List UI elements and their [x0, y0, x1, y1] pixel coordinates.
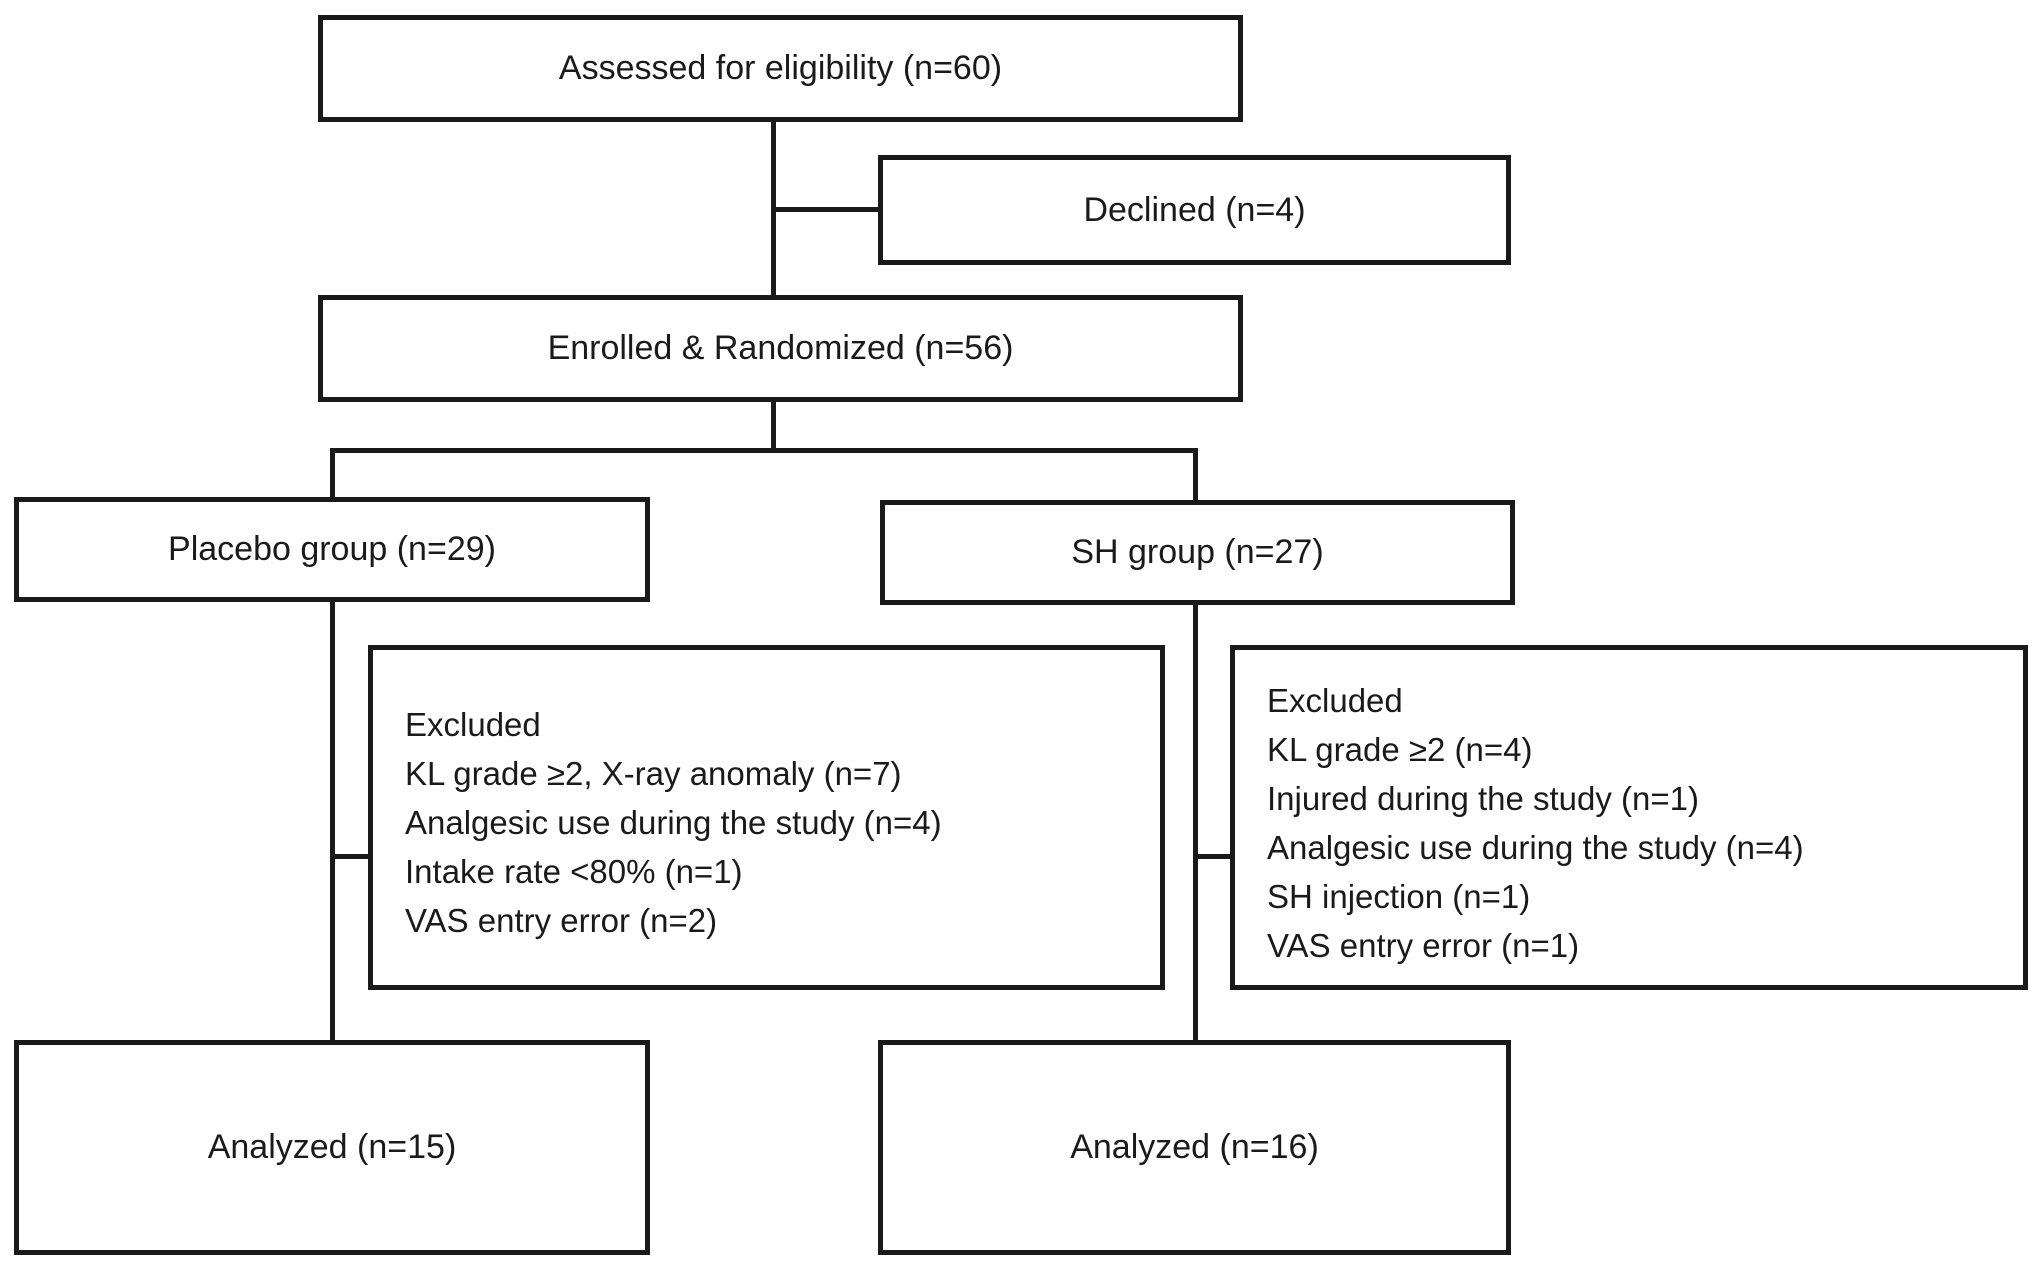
placebo-excluded-item: Analgesic use during the study (n=4)	[405, 804, 942, 841]
placebo-group-label: Placebo group (n=29)	[168, 530, 496, 568]
placebo-excluded-item: Intake rate <80% (n=1)	[405, 853, 743, 890]
sh-group-label: SH group (n=27)	[1071, 533, 1324, 571]
declined-box: Declined (n=4)	[878, 155, 1511, 265]
placebo-analyzed-label: Analyzed (n=15)	[207, 1128, 457, 1166]
connector-to-declined	[771, 207, 879, 212]
connector-split-horizontal	[330, 448, 1198, 453]
sh-excluded-box: Excluded KL grade ≥2 (n=4) Injured durin…	[1230, 645, 2028, 990]
placebo-excluded-list: Excluded KL grade ≥2, X-ray anomaly (n=7…	[405, 700, 942, 945]
connector-to-sh-excluded	[1193, 854, 1233, 859]
connector-placebo-analyzed	[330, 600, 335, 1042]
connector-split-sh	[1193, 448, 1198, 501]
assessed-label: Assessed for eligibility (n=60)	[558, 49, 1003, 87]
sh-excluded-list: Excluded KL grade ≥2 (n=4) Injured durin…	[1267, 676, 1804, 970]
placebo-excluded-box: Excluded KL grade ≥2, X-ray anomaly (n=7…	[368, 645, 1165, 990]
placebo-excluded-title: Excluded	[405, 706, 541, 743]
connector-sh-analyzed	[1193, 603, 1198, 1042]
enrolled-label: Enrolled & Randomized (n=56)	[547, 329, 1014, 367]
sh-analyzed-box: Analyzed (n=16)	[878, 1040, 1511, 1255]
placebo-excluded-item: VAS entry error (n=2)	[405, 902, 718, 939]
sh-excluded-item: Analgesic use during the study (n=4)	[1267, 829, 1804, 866]
enrolled-box: Enrolled & Randomized (n=56)	[318, 295, 1243, 402]
sh-analyzed-label: Analyzed (n=16)	[1070, 1128, 1319, 1166]
connector-split-placebo	[330, 448, 335, 498]
sh-excluded-item: SH injection (n=1)	[1267, 878, 1531, 915]
sh-excluded-item: Injured during the study (n=1)	[1267, 780, 1700, 817]
placebo-excluded-item: KL grade ≥2, X-ray anomaly (n=7)	[405, 755, 902, 792]
placebo-group-box: Placebo group (n=29)	[14, 497, 650, 602]
sh-excluded-item: VAS entry error (n=1)	[1267, 927, 1580, 964]
connector-to-placebo-excluded	[330, 854, 370, 859]
declined-label: Declined (n=4)	[1083, 190, 1306, 229]
sh-excluded-title: Excluded	[1267, 682, 1403, 719]
connector-enrolled-split	[771, 400, 776, 450]
sh-group-box: SH group (n=27)	[880, 500, 1515, 605]
sh-excluded-item: KL grade ≥2 (n=4)	[1267, 731, 1533, 768]
placebo-analyzed-box: Analyzed (n=15)	[14, 1040, 650, 1255]
assessed-box: Assessed for eligibility (n=60)	[318, 15, 1243, 122]
